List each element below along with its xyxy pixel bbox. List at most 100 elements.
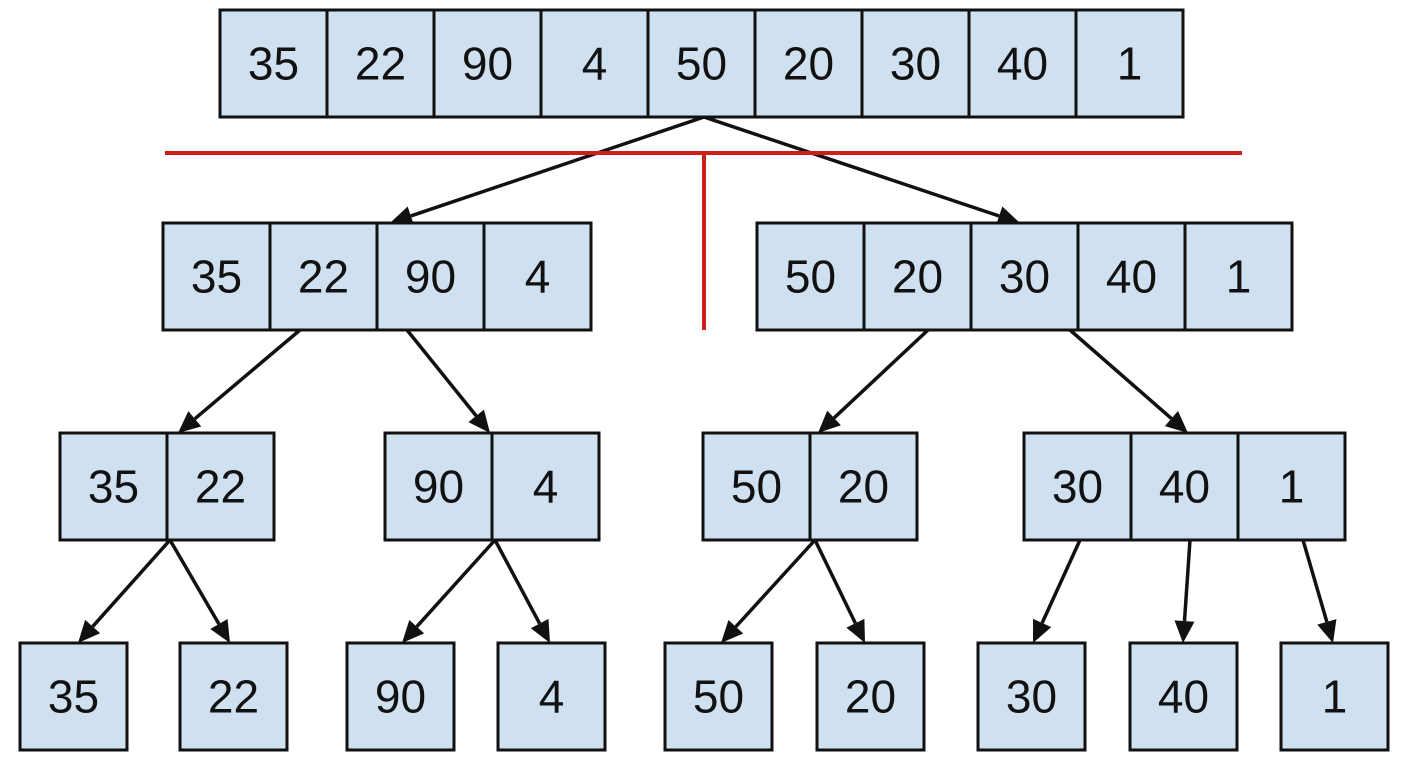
array-row3-0: 35 [18,641,129,752]
array-cell [815,641,926,752]
arrowhead [468,409,490,433]
split-arrow [410,115,705,218]
array-cell-value: 50 [731,461,782,513]
split-arrow [813,539,857,624]
array-cell-value: 90 [405,251,456,303]
split-arrow [1040,539,1082,624]
split-arrow [734,538,817,628]
array-cell-value: 20 [838,461,889,513]
array-cell-value: 40 [1159,461,1210,513]
array-cell [1279,641,1390,752]
array-cell [1183,221,1294,332]
arrowhead [78,619,101,643]
array-cell-value: 1 [1279,461,1305,513]
array-cell-value: 4 [539,671,565,723]
array-cell-value: 35 [48,671,99,723]
array-cell-value: 30 [1006,671,1057,723]
split-arrow [1301,539,1329,623]
arrowhead [530,618,550,643]
array-row2-3: 30 40 1 [1022,431,1347,542]
split-arrow [832,328,930,420]
array-cell-value: 90 [462,38,513,90]
array-row3-5: 20 [815,641,926,752]
array-cell-value: 35 [191,251,242,303]
array-cell-value: 40 [1158,671,1209,723]
array-row2-2: 50 20 [701,431,919,542]
array-cell [976,641,1087,752]
array-cell-value: 20 [892,251,943,303]
array-cell [490,431,601,542]
array-cell [1129,431,1240,542]
array-cell-value: 40 [1106,251,1157,303]
array-cell-value: 30 [1052,461,1103,513]
array-row3-6: 30 [976,641,1087,752]
array-cell [165,431,276,542]
arrowhead [402,619,425,643]
array-row3-3: 4 [496,641,607,752]
array-cell [1236,431,1347,542]
array-cell-value: 1 [1226,251,1252,303]
array-cell [178,641,289,752]
array-cell-value: 22 [208,671,259,723]
array-cell-value: 50 [693,671,744,723]
array-cell [1074,8,1185,119]
array-row3-1: 22 [178,641,289,752]
array-cell [1022,431,1133,542]
array-cell-value: 1 [1322,671,1348,723]
array-cell-value: 30 [890,38,941,90]
array-cell [345,641,456,752]
array-cell-value: 40 [997,38,1048,90]
arrowhead [818,410,841,433]
arrowhead [210,618,230,643]
arrowhead [1033,618,1052,643]
edges-layer [78,115,1337,643]
array-cell [539,8,650,119]
split-arrow [168,539,221,625]
array-cell-value: 4 [533,461,559,513]
array-row1-0: 35 22 90 4 [161,221,593,332]
split-arrow [405,328,478,417]
split-arrow [1182,539,1192,622]
array-cell [808,431,919,542]
array-cell-value: 1 [1117,38,1143,90]
array-cell [663,641,774,752]
array-cell [161,221,272,332]
arrowhead [721,620,744,643]
split-arrow [493,539,542,625]
array-cell-value: 35 [88,461,139,513]
array-row3-4: 50 [663,641,774,752]
array-row3-8: 1 [1279,641,1390,752]
array-cell-value: 20 [845,671,896,723]
array-cell [967,8,1078,119]
array-cell-value: 35 [248,38,299,90]
array-cell-value: 50 [676,38,727,90]
array-cell [482,221,593,332]
arrowhead [1164,410,1188,433]
split-arrow [415,538,497,628]
array-row3-2: 90 [345,641,456,752]
array-cell [753,8,864,119]
array-cell [1128,641,1239,752]
array-cell [860,8,971,119]
array-row3-7: 40 [1128,641,1239,752]
array-cell-value: 4 [525,251,551,303]
arrowhead [390,206,415,226]
arrowhead [995,206,1020,226]
array-cell-value: 90 [375,671,426,723]
array-cell-value: 22 [355,38,406,90]
split-arrow [193,328,302,421]
array-cell-value: 22 [298,251,349,303]
array-cell-value: 20 [783,38,834,90]
array-cell-value: 50 [785,251,836,303]
array-cell [325,8,436,119]
array-cell [969,221,1080,332]
arrowhead [1317,619,1337,643]
array-cell [18,641,129,752]
array-cell [375,221,486,332]
